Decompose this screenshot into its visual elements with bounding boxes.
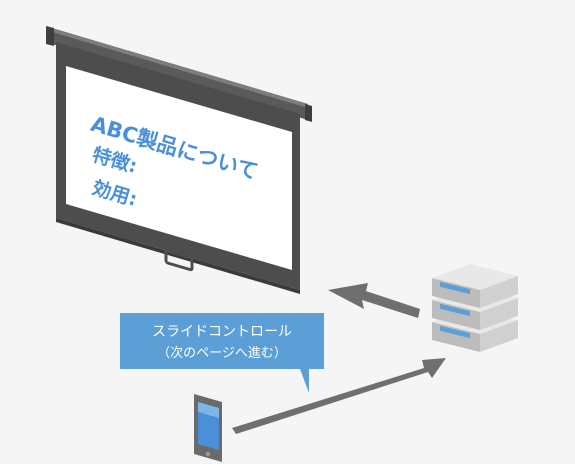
callout-label-detail: （次のページへ進む） — [157, 346, 287, 361]
callout-pointer — [300, 369, 309, 393]
callout-slide-control: スライドコントロール （次のページへ進む） — [120, 313, 324, 369]
smartphone-icon — [194, 394, 222, 462]
arrow-phone-to-server — [232, 358, 446, 434]
projection-screen — [46, 26, 312, 294]
server-icon — [432, 264, 518, 352]
callout-label-title: スライドコントロール — [152, 324, 292, 340]
arrow-server-to-screen — [328, 283, 420, 318]
screen-handle — [164, 249, 194, 272]
screen-display — [66, 66, 292, 270]
